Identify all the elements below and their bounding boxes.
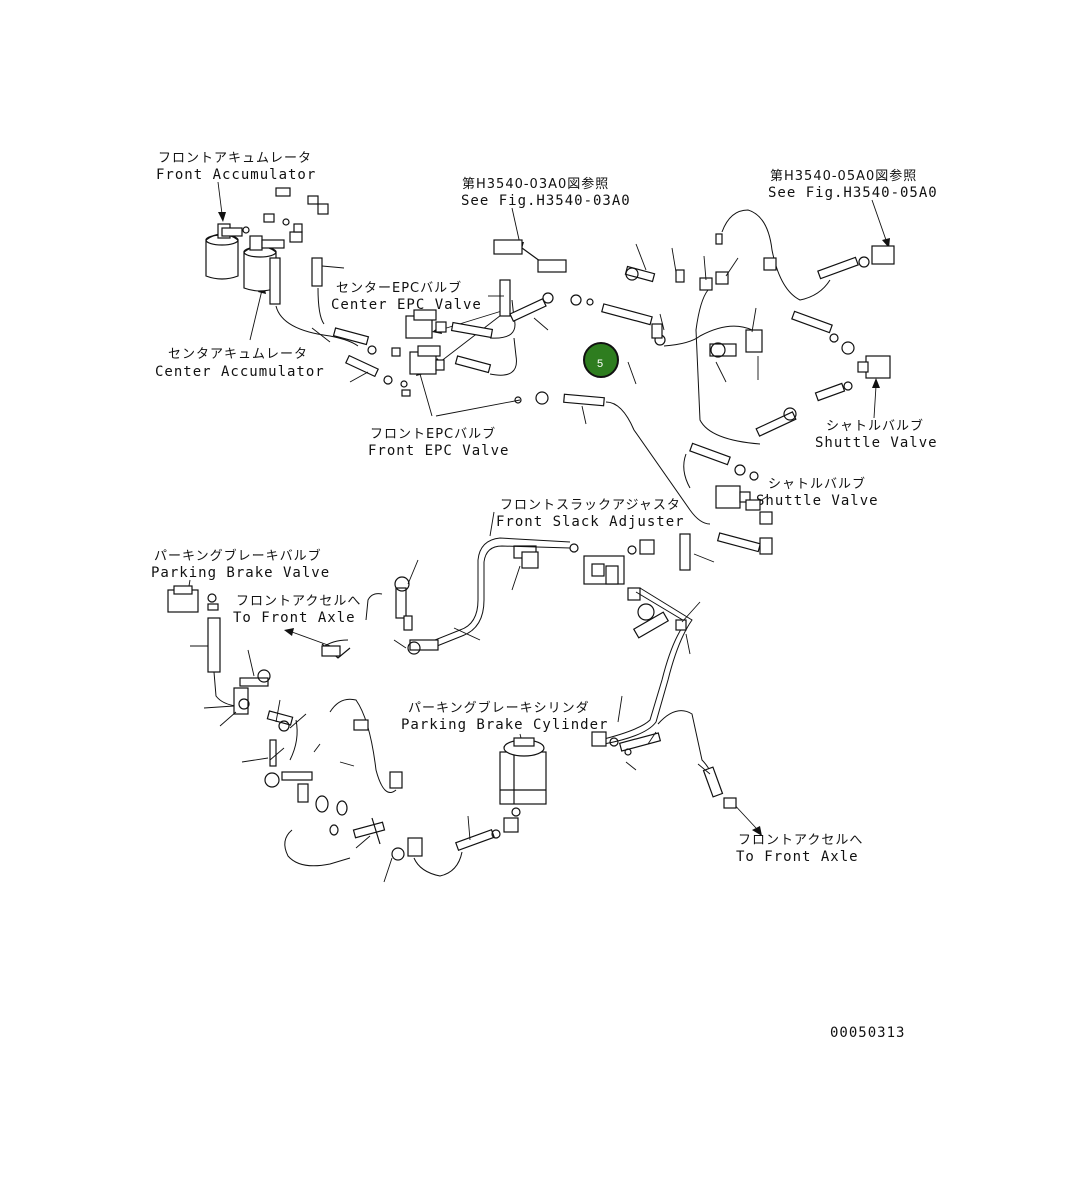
svg-text:フロントスラックアジャスタ: フロントスラックアジャスタ — [500, 498, 681, 513]
center-epc-valve — [405, 309, 447, 339]
leader-lines — [190, 243, 759, 883]
drawing-number: 00050313 — [830, 1025, 905, 1041]
right-hose-group — [709, 310, 855, 358]
svg-text:フロントEPCバルブ: フロントEPCバルブ — [370, 426, 496, 442]
parking-brake-cylinder — [499, 737, 547, 833]
ref-05a0-fitting — [763, 245, 895, 280]
label-center-accumulator: センタアキュムレータ Center Accumulator — [155, 347, 325, 380]
callout-5-circle[interactable] — [583, 342, 619, 378]
svg-text:Parking Brake Cylinder: Parking Brake Cylinder — [401, 717, 608, 733]
svg-text:Front EPC Valve: Front EPC Valve — [368, 443, 509, 459]
front-slack-adjuster — [513, 533, 691, 601]
accumulator-fittings — [242, 187, 329, 243]
label-front-accumulator: フロントアキュムレータ Front Accumulator — [156, 151, 316, 183]
label-shuttle-valve-lower: シャトルバルブ Shuttle Valve — [756, 476, 879, 509]
svg-text:See Fig.H3540-05A0: See Fig.H3540-05A0 — [768, 185, 938, 201]
epc-hoses — [450, 279, 594, 376]
svg-text:フロントアキュムレータ: フロントアキュムレータ — [158, 151, 312, 166]
front-accumulator — [205, 223, 243, 280]
parking-brake-valve — [167, 585, 219, 613]
svg-text:Shuttle Valve: Shuttle Valve — [756, 493, 879, 509]
svg-text:Center Accumulator: Center Accumulator — [155, 364, 325, 380]
svg-text:To Front Axle: To Front Axle — [233, 610, 356, 626]
ref-03a0-fitting — [493, 239, 567, 273]
to-front-axle-left-hose — [321, 639, 349, 657]
label-shuttle-valve-upper: シャトルバルブ Shuttle Valve — [815, 418, 938, 451]
shuttle-valve-upper — [755, 355, 891, 437]
svg-text:センタアキュムレータ: センタアキュムレータ — [168, 347, 308, 362]
label-center-epc-valve: センターEPCバルブ Center EPC Valve — [331, 280, 482, 313]
svg-text:第H3540-05A0図参照: 第H3540-05A0図参照 — [770, 168, 917, 184]
svg-text:センターEPCバルブ: センターEPCバルブ — [336, 280, 462, 296]
front-epc-valve — [409, 345, 445, 375]
label-ref-h3540-03a0: 第H3540-03A0図参照 See Fig.H3540-03A0 — [461, 176, 631, 209]
center-hose-assembly — [514, 303, 753, 525]
svg-text:シャトルバルブ: シャトルバルブ — [826, 418, 924, 434]
label-parking-brake-valve: パーキングブレーキバルブ Parking Brake Valve — [151, 548, 330, 581]
svg-text:パーキングブレーキシリンダ: パーキングブレーキシリンダ — [408, 700, 590, 716]
accumulator-hoses — [269, 257, 411, 397]
svg-text:To Front Axle: To Front Axle — [736, 849, 859, 865]
svg-text:第H3540-03A0図参照: 第H3540-03A0図参照 — [462, 176, 609, 192]
label-front-epc-valve: フロントEPCバルブ Front EPC Valve — [368, 426, 509, 459]
shuttle-valve-lower — [683, 442, 773, 555]
svg-text:シャトルバルブ: シャトルバルブ — [768, 476, 866, 492]
svg-text:See Fig.H3540-03A0: See Fig.H3540-03A0 — [461, 193, 631, 209]
callout-5[interactable]: 5 — [583, 342, 619, 378]
svg-text:フロントアクセルへ: フロントアクセルへ — [236, 594, 361, 609]
bolt-fittings-upper — [624, 209, 831, 445]
label-parking-brake-cylinder: パーキングブレーキシリンダ Parking Brake Cylinder — [401, 700, 608, 733]
svg-text:Front Slack Adjuster: Front Slack Adjuster — [496, 514, 685, 530]
svg-text:Shuttle Valve: Shuttle Valve — [815, 435, 938, 451]
parking-valve-hoses — [207, 617, 423, 867]
svg-text:Parking Brake Valve: Parking Brake Valve — [151, 565, 330, 581]
cylinder-hoses — [289, 698, 501, 877]
to-front-axle-right-hose — [591, 710, 737, 809]
svg-text:Front Accumulator: Front Accumulator — [156, 167, 316, 183]
label-to-front-axle-right: フロントアクセルへ To Front Axle — [736, 833, 863, 865]
label-front-slack-adjuster: フロントスラックアジャスタ Front Slack Adjuster — [496, 498, 685, 530]
svg-text:パーキングブレーキバルブ: パーキングブレーキバルブ — [154, 548, 322, 564]
svg-text:Center EPC Valve: Center EPC Valve — [331, 297, 482, 313]
slack-adjuster-pipes — [429, 537, 693, 745]
label-ref-h3540-05a0: 第H3540-05A0図参照 See Fig.H3540-05A0 — [768, 168, 938, 201]
label-to-front-axle-left: フロントアクセルへ To Front Axle — [233, 594, 361, 626]
svg-text:フロントアクセルへ: フロントアクセルへ — [738, 833, 863, 848]
